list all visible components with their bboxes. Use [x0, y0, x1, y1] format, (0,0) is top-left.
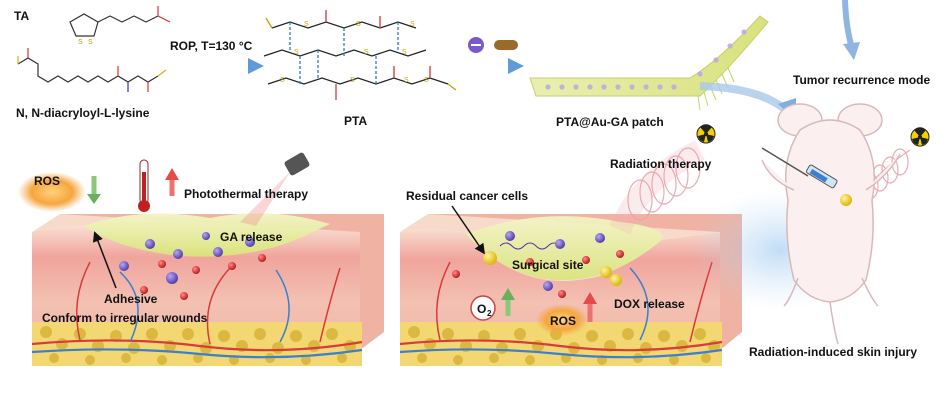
- conform-label: Conform to irregular wounds: [42, 311, 208, 325]
- laser-icon: [240, 152, 310, 226]
- residual-label: Residual cancer cells: [406, 189, 528, 203]
- svg-text:S: S: [402, 49, 407, 56]
- pta-label: PTA: [344, 114, 367, 128]
- lysine-label: N, N-diacryloyl-L-lysine: [16, 106, 150, 120]
- mouse-illustration: [761, 103, 901, 345]
- radiation-injury-label: Radiation-induced skin injury: [749, 345, 917, 359]
- right-skin-panel: [399, 205, 742, 366]
- svg-text:S: S: [350, 77, 355, 84]
- gold-nanorod-icon: [494, 40, 518, 50]
- svg-text:S: S: [410, 21, 415, 28]
- ta-label: TA: [14, 9, 29, 23]
- o2-subscript: 2: [487, 309, 492, 318]
- patch-illustration: [529, 15, 769, 111]
- svg-text:S: S: [88, 39, 93, 46]
- svg-text:S: S: [294, 49, 299, 56]
- radiation-icon-left: [696, 124, 716, 144]
- top-down-arrow: [842, 0, 855, 49]
- ros-right-label: ROS: [550, 314, 576, 328]
- assembly-arrow-head: [508, 58, 524, 74]
- radiation-beam-left: [609, 140, 706, 235]
- ta-structure: S S: [69, 6, 171, 46]
- tumor-recurrence-label: Tumor recurrence mode: [793, 73, 930, 87]
- radiation-icon-right: [910, 127, 930, 147]
- o2-label: O: [477, 302, 486, 316]
- svg-text:S: S: [356, 21, 361, 28]
- minus-sign: [471, 44, 481, 46]
- left-skin-panel: [18, 152, 384, 366]
- patch-label: PTA@Au-GA patch: [556, 115, 664, 129]
- syringe-icon: [761, 147, 838, 189]
- adhesive-pointer: [92, 231, 117, 289]
- svg-text:S: S: [280, 77, 285, 84]
- rop-label: ROP, T=130 °C: [170, 39, 253, 53]
- patch-to-mouse-arrow: [699, 82, 789, 114]
- right-ros-cloud: [536, 304, 588, 336]
- ga-release-label: GA release: [220, 230, 283, 244]
- lysine-structure: [17, 48, 167, 92]
- adhesive-label: Adhesive: [104, 292, 158, 306]
- svg-text:S: S: [304, 21, 309, 28]
- surgical-label: Surgical site: [512, 258, 584, 272]
- dox-release-label: DOX release: [614, 297, 685, 311]
- svg-text:S: S: [78, 39, 83, 46]
- rop-arrow-head: [248, 58, 264, 74]
- radiation-therapy-label: Radiation therapy: [610, 157, 712, 171]
- o2-bubble: [470, 295, 496, 321]
- svg-text:S: S: [424, 77, 429, 84]
- right-hydrogel: [466, 216, 664, 281]
- left-ros-cloud: [18, 172, 86, 212]
- residual-pointer: [451, 205, 485, 255]
- photothermal-label: Photothermal therapy: [184, 187, 308, 201]
- top-down-arrow-head: [843, 42, 860, 60]
- svg-text:S: S: [364, 49, 369, 56]
- svg-text:S: S: [404, 77, 409, 84]
- ros-left-label: ROS: [34, 174, 60, 188]
- pta-network: S S S S S S S S S S: [263, 10, 457, 100]
- tumor-spot: [840, 194, 852, 206]
